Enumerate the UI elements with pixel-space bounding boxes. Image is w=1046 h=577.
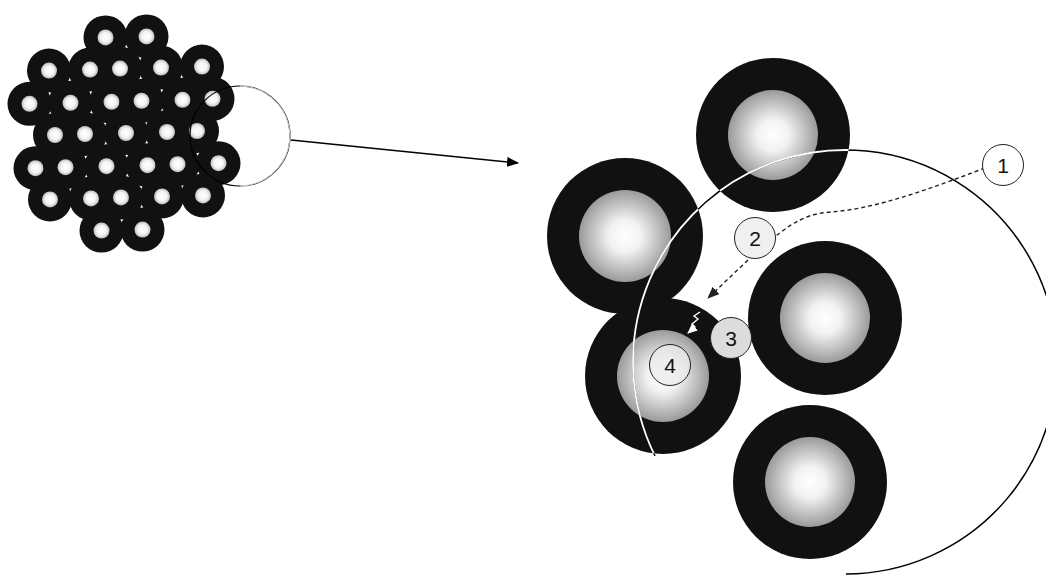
small-particle <box>28 177 72 221</box>
particle-core <box>83 190 99 206</box>
pore-diffusion-path <box>688 312 700 333</box>
particle-cluster <box>8 14 241 252</box>
particle-core <box>58 159 74 175</box>
particle-core <box>94 223 110 239</box>
particle-core <box>175 92 191 108</box>
callout-number: 1 <box>982 144 1024 186</box>
small-particle <box>80 209 124 253</box>
zoom-arrow <box>291 140 518 163</box>
callout-number: 4 <box>649 344 691 386</box>
particle-core <box>170 156 186 172</box>
particle-core <box>99 158 115 174</box>
particle-core <box>98 29 114 45</box>
particle-core <box>154 188 170 204</box>
zoom-circle-highlight <box>240 86 290 186</box>
particle-core <box>195 187 211 203</box>
zoom-circle <box>190 86 290 186</box>
particle-core <box>63 95 79 111</box>
zoomed-particles <box>547 58 902 559</box>
particle-core <box>113 189 129 205</box>
particle-core <box>82 62 98 78</box>
particle-core <box>194 59 210 75</box>
particle-core <box>22 96 38 112</box>
diffusion-path <box>708 168 985 298</box>
small-particle <box>181 173 225 217</box>
particle-core <box>135 222 151 238</box>
boundary-layer-arc <box>633 150 1046 574</box>
particle-core <box>104 94 120 110</box>
small-particle <box>121 208 165 252</box>
boundary-layer-arc-inner <box>633 150 1046 574</box>
particle-core <box>140 157 156 173</box>
particle-core <box>77 126 93 142</box>
particle-core <box>153 60 169 76</box>
particle-core <box>41 63 57 79</box>
particle-core <box>159 124 175 140</box>
callout-number: 3 <box>710 317 752 359</box>
callout-number: 2 <box>734 217 776 259</box>
particle-core <box>47 127 63 143</box>
particle-core <box>139 28 155 44</box>
particle-core <box>112 61 128 77</box>
particle-core <box>118 125 134 141</box>
particle-core <box>134 93 150 109</box>
particle-core <box>211 155 227 171</box>
particle-core <box>28 160 44 176</box>
particle-core <box>42 191 58 207</box>
